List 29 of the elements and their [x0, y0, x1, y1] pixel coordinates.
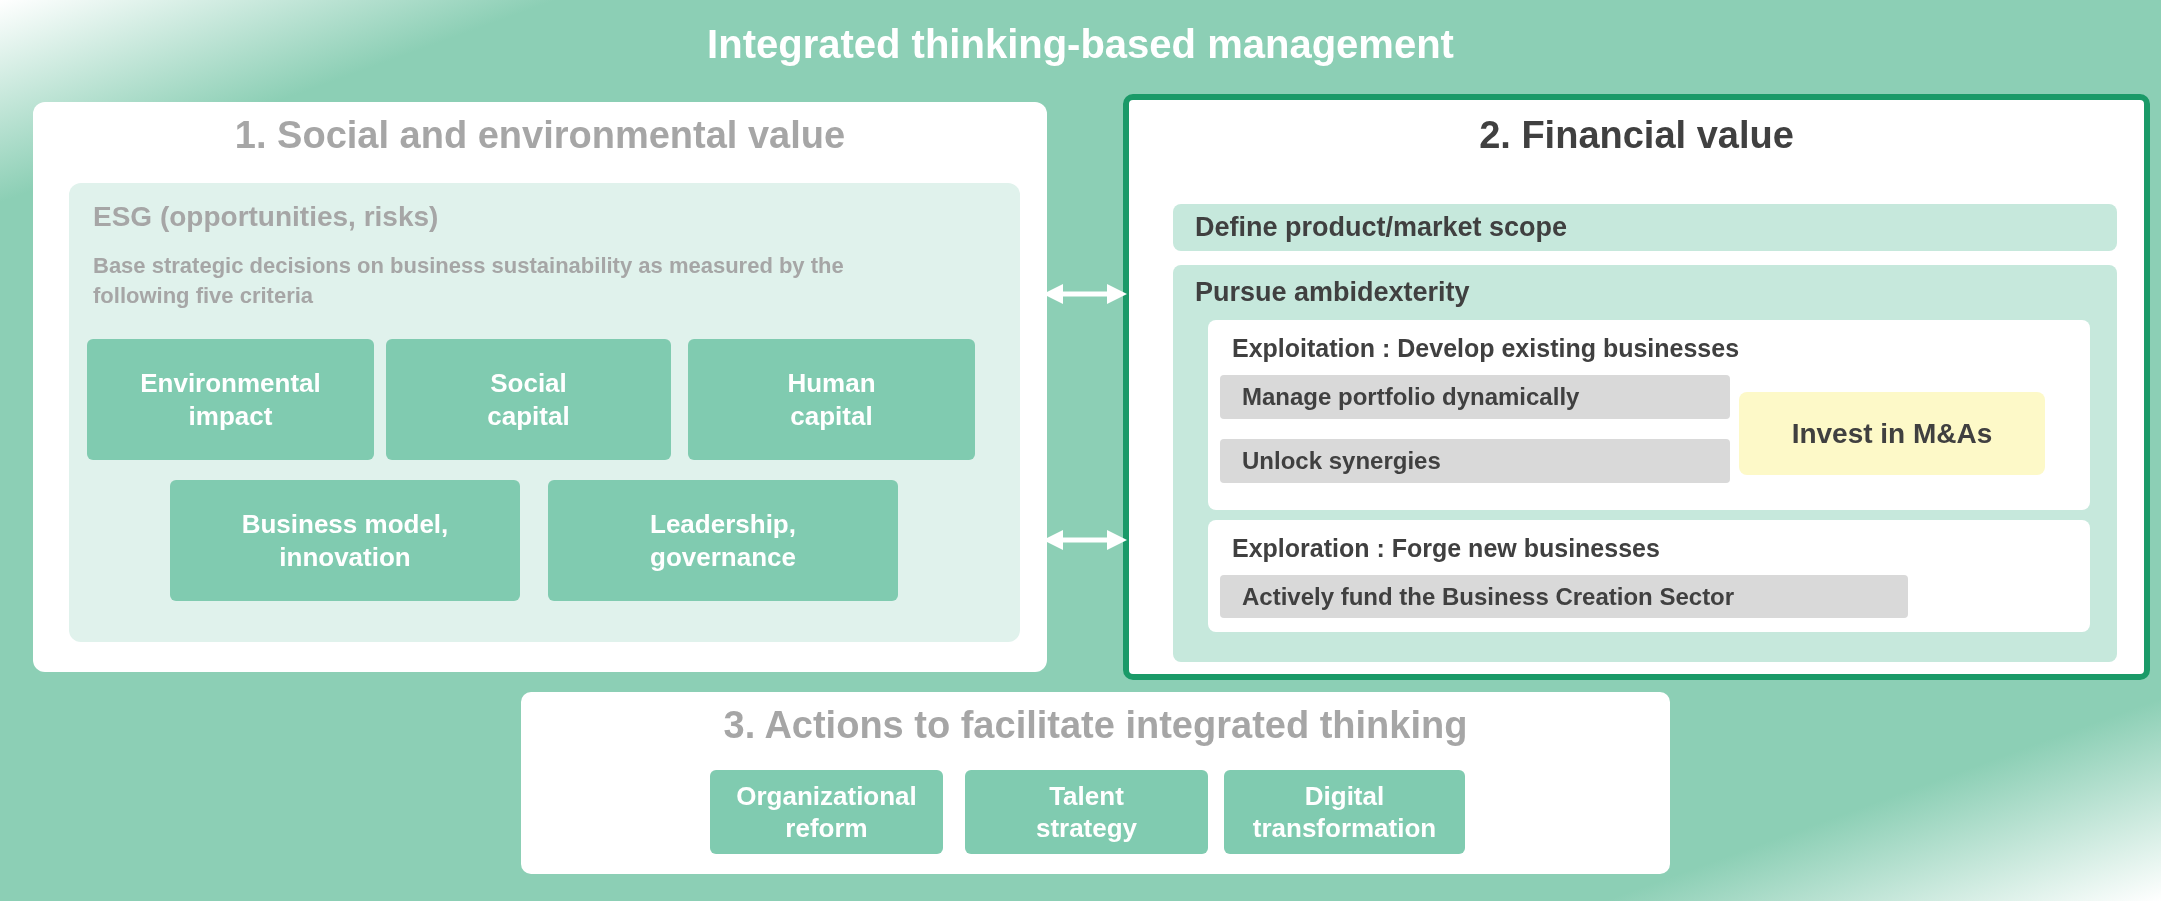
panel-heading: ESG (opportunities, risks)	[93, 201, 439, 233]
criterion-box: Talent strategy	[965, 770, 1208, 854]
action-bar: Manage portfolio dynamically	[1220, 375, 1730, 419]
criterion-box: Organizational reform	[710, 770, 943, 854]
panel-heading: 1. Social and environmental value	[233, 114, 847, 157]
exploitation-panel	[1208, 320, 2090, 510]
panel-heading: Pursue ambidexterity	[1195, 277, 1470, 308]
panel-heading: 2. Financial value	[1478, 114, 1795, 157]
highlight-box: Invest in M&As	[1739, 392, 2045, 475]
criterion-box: Digital transformation	[1224, 770, 1465, 854]
panel-heading: 3. Actions to facilitate integrated thinking	[722, 704, 1469, 747]
exploration-panel	[1208, 520, 2090, 632]
ambidexterity-panel	[1173, 265, 2117, 662]
criterion-box: Social capital	[386, 339, 671, 460]
value-panel	[1123, 94, 2150, 680]
esg-panel	[69, 183, 1020, 642]
description-text: Base strategic decisions on business sustainability as measured by the following five criteria	[93, 252, 845, 310]
criterion-box: Environmental impact	[87, 339, 374, 460]
panel-heading: Integrated thinking-based management	[706, 22, 1455, 67]
action-bar: Actively fund the Business Creation Sector	[1220, 575, 1908, 618]
panel-heading: Exploitation : Develop existing businesses	[1232, 334, 1740, 363]
action-bar: Unlock synergies	[1220, 439, 1730, 483]
criterion-box: Leadership, governance	[548, 480, 898, 601]
criterion-box: Business model, innovation	[170, 480, 520, 601]
panel-heading: Exploration : Forge new businesses	[1232, 534, 1660, 563]
actions-panel	[521, 692, 1670, 874]
scope-bar: Define product/market scope	[1173, 204, 2117, 251]
criterion-box: Human capital	[688, 339, 975, 460]
value-panel	[33, 102, 1047, 672]
